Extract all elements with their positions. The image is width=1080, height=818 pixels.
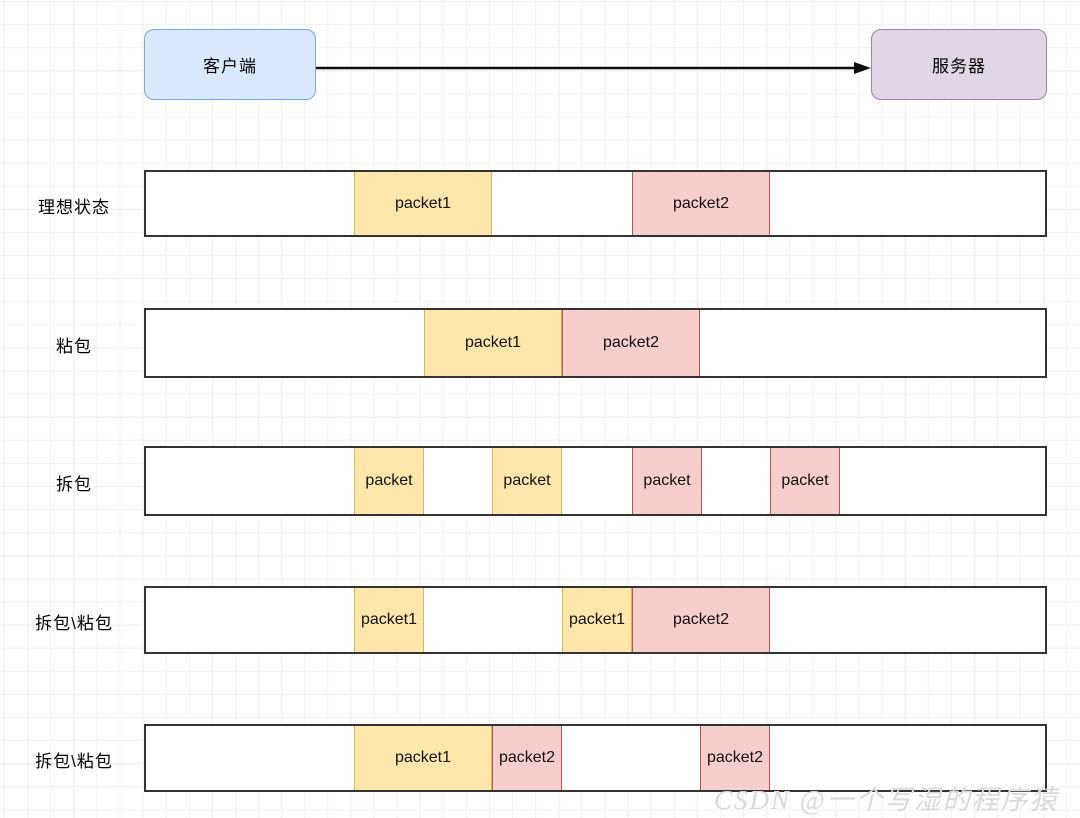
packet-segment[interactable]: packet2 — [492, 726, 562, 790]
packet-segment[interactable]: packet2 — [632, 172, 770, 235]
server-node-label: 服务器 — [932, 57, 986, 76]
arrow-right-icon — [316, 62, 871, 74]
packet-segment[interactable]: packet — [770, 448, 840, 514]
row-label: 粘包 — [56, 337, 92, 356]
packet-segment[interactable]: packet2 — [562, 310, 700, 376]
client-node-label: 客户端 — [203, 57, 257, 76]
packet-segment[interactable]: packet1 — [354, 726, 492, 790]
packet-segment[interactable]: packet1 — [354, 172, 492, 235]
packet-segment[interactable]: packet2 — [632, 588, 770, 652]
packet-segment[interactable]: packet2 — [700, 726, 770, 790]
packet-segment[interactable]: packet1 — [562, 588, 632, 652]
packet-segment[interactable]: packet — [492, 448, 562, 514]
row-label: 拆包 — [56, 475, 92, 494]
row-label: 拆包\粘包 — [35, 614, 113, 633]
packet-segment[interactable]: packet — [354, 448, 424, 514]
packet-segment[interactable]: packet — [632, 448, 702, 514]
packet-segment[interactable]: packet1 — [424, 310, 562, 376]
row-label: 拆包\粘包 — [35, 752, 113, 771]
packet-row: 拆包 packet packet packet packet — [0, 446, 1080, 516]
byte-stream-bar: packet1 packet2 — [144, 170, 1047, 237]
packet-segment[interactable]: packet1 — [354, 588, 424, 652]
packet-row: 理想状态 packet1 packet2 — [0, 170, 1080, 237]
server-node[interactable]: 服务器 — [871, 29, 1047, 100]
row-label: 理想状态 — [38, 197, 110, 217]
client-node[interactable]: 客户端 — [144, 29, 316, 100]
byte-stream-bar: packet packet packet packet — [144, 446, 1047, 516]
